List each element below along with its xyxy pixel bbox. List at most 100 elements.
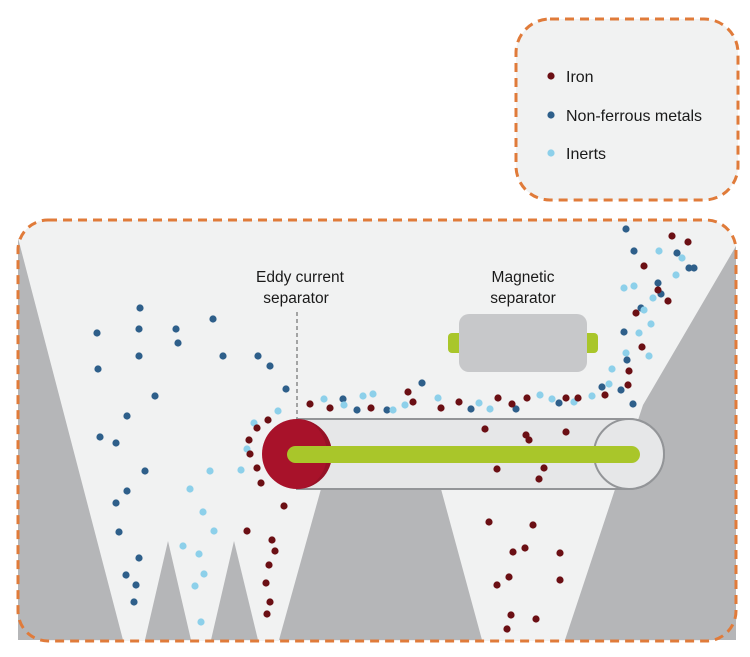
iron-particle [540, 464, 548, 472]
eddy-drum-inner [297, 419, 332, 489]
iron-particle [556, 549, 564, 557]
iron-particle [632, 309, 640, 317]
inert-particle [548, 395, 556, 403]
inert-particle [197, 618, 205, 626]
iron-particle [529, 521, 537, 529]
legend-box [514, 17, 740, 202]
inert-particle [635, 329, 643, 337]
nonferrous-particle [623, 356, 631, 364]
nonferrous-particle [96, 433, 104, 441]
iron-particle [266, 598, 274, 606]
nonferrous-particle [629, 400, 637, 408]
nonferrous-particle [135, 554, 143, 562]
iron-particle [326, 404, 334, 412]
iron-particle [654, 286, 662, 294]
nonferrous-particle [151, 392, 159, 400]
iron-particle [562, 428, 570, 436]
nonferrous-particle [122, 571, 130, 579]
nonferrous-particle [383, 406, 391, 414]
inert-particle [645, 352, 653, 360]
nonferrous-particle [123, 412, 131, 420]
iron-particle [263, 610, 271, 618]
iron-particle [562, 394, 570, 402]
inert-particle [359, 392, 367, 400]
iron-particle [306, 400, 314, 408]
iron-particle [638, 343, 646, 351]
inert-particle [622, 349, 630, 357]
inert-particle [647, 320, 655, 328]
iron-particle [684, 238, 692, 246]
legend-swatch-iron [547, 72, 555, 80]
legend-label-non-ferrous: Non-ferrous metals [566, 108, 702, 125]
magnetic-label-line1: Magnetic [492, 269, 555, 286]
inert-particle [434, 394, 442, 402]
iron-particle [668, 232, 676, 240]
inert-particle [320, 395, 328, 403]
iron-particle [257, 479, 265, 487]
nonferrous-particle [93, 329, 101, 337]
iron-particle [640, 262, 648, 270]
iron-particle [437, 404, 445, 412]
iron-particle [507, 611, 515, 619]
inert-particle [605, 380, 613, 388]
nonferrous-particle [132, 581, 140, 589]
iron-particle [481, 425, 489, 433]
nonferrous-particle [135, 352, 143, 360]
iron-particle [535, 475, 543, 483]
inert-particle [389, 406, 397, 414]
iron-particle [246, 450, 254, 458]
inert-particle [672, 271, 680, 279]
inert-particle [486, 405, 494, 413]
nonferrous-particle [135, 325, 143, 333]
iron-particle [455, 398, 463, 406]
inert-particle [630, 282, 638, 290]
main-panel: Eddy current separator Magnetic separato… [16, 218, 738, 643]
nonferrous-particle [512, 405, 520, 413]
conveyor [262, 418, 665, 490]
magnetic-label-line2: separator [490, 290, 555, 307]
nonferrous-particle [136, 304, 144, 312]
iron-particle [503, 625, 511, 633]
drive-bar [287, 446, 640, 463]
nonferrous-particle [219, 352, 227, 360]
inert-particle [369, 390, 377, 398]
iron-particle [245, 436, 253, 444]
inert-particle [536, 391, 544, 399]
eddy-label-line1: Eddy current [256, 269, 345, 286]
iron-particle [532, 615, 540, 623]
nonferrous-particle [174, 339, 182, 347]
legend-swatch-non-ferrous [547, 111, 555, 119]
nonferrous-particle [130, 598, 138, 606]
nonferrous-particle [622, 225, 630, 233]
legend-label-inerts: Inerts [566, 146, 606, 163]
center-hopper [279, 489, 482, 640]
iron-particle [493, 581, 501, 589]
inert-particle [195, 550, 203, 558]
nonferrous-particle [112, 499, 120, 507]
iron-particle [664, 297, 672, 305]
iron-particle [521, 544, 529, 552]
inert-particle [620, 284, 628, 292]
inert-particle [649, 294, 657, 302]
iron-particle [367, 404, 375, 412]
nonferrous-particle [673, 249, 681, 257]
nonferrous-particle [115, 528, 123, 536]
iron-particle [243, 527, 251, 535]
inert-particle [340, 401, 348, 409]
nonferrous-particle [598, 383, 606, 391]
iron-particle [493, 465, 501, 473]
legend: Iron Non-ferrous metals Inerts [514, 17, 740, 202]
inert-particle [678, 254, 686, 262]
inert-particle [655, 247, 663, 255]
nonferrous-particle [254, 352, 262, 360]
nonferrous-particle [620, 328, 628, 336]
iron-particle [485, 518, 493, 526]
inert-particle [608, 365, 616, 373]
iron-particle [253, 424, 261, 432]
iron-particle [508, 400, 516, 408]
nonferrous-particle [690, 264, 698, 272]
iron-particle [509, 548, 517, 556]
iron-particle [624, 381, 632, 389]
inert-particle [199, 508, 207, 516]
